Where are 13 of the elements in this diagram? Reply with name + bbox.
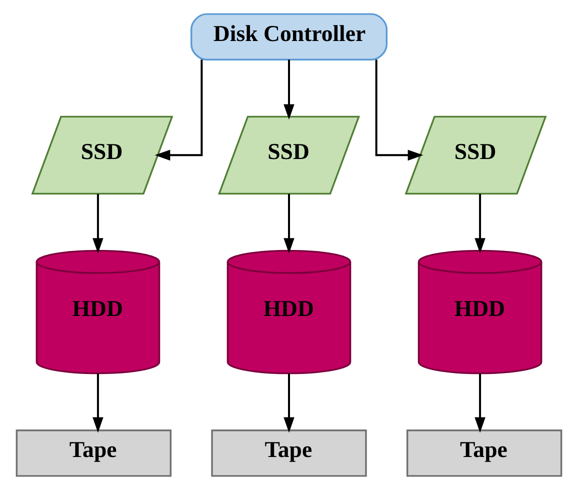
arrow bbox=[283, 194, 294, 254]
arrow bbox=[374, 60, 423, 161]
arrow bbox=[474, 194, 485, 254]
node-box: Tape bbox=[15, 429, 172, 477]
arrow bbox=[474, 374, 485, 433]
node-box: Tape bbox=[210, 429, 366, 477]
arrow bbox=[154, 60, 202, 161]
node-box: Tape bbox=[406, 429, 562, 477]
arrow bbox=[283, 374, 294, 433]
arrow bbox=[92, 194, 103, 254]
node-box: Disk Controller bbox=[190, 13, 387, 61]
arrow bbox=[92, 374, 103, 433]
arrow bbox=[283, 60, 294, 120]
